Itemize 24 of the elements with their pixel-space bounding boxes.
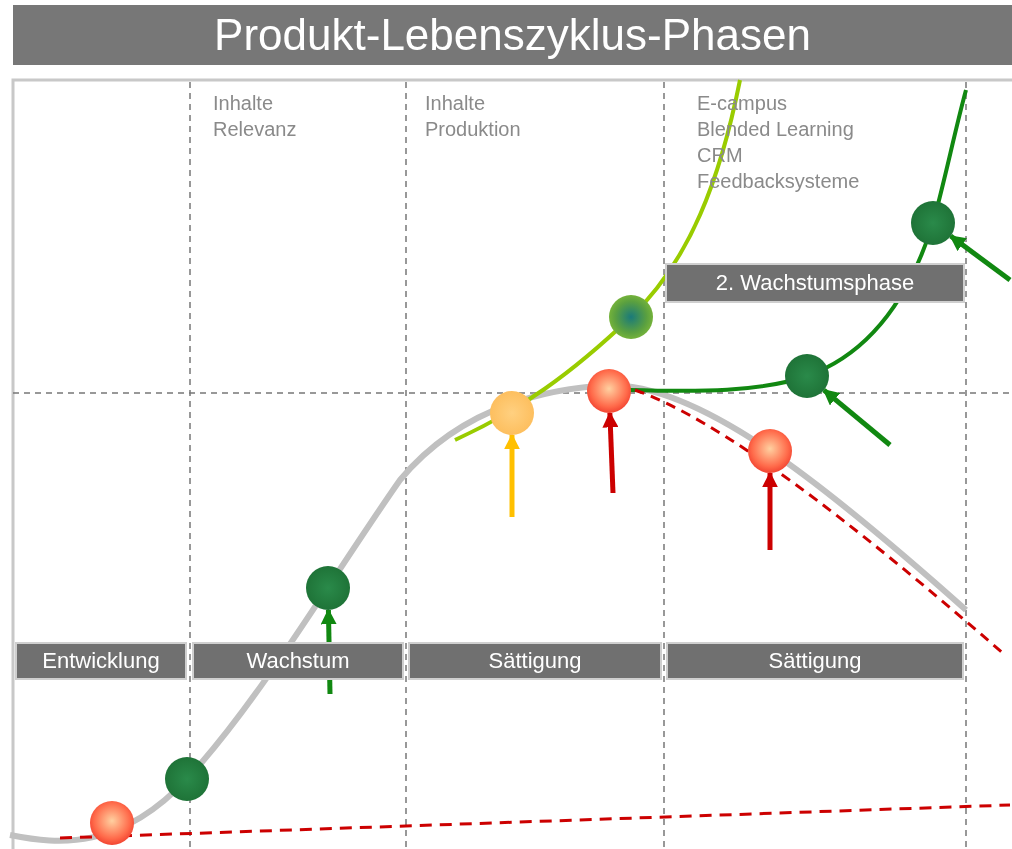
milestone-dot	[609, 295, 653, 339]
arrow	[822, 388, 892, 447]
phase-bar: 2. Wachstumsphase	[665, 263, 965, 303]
milestone-dot	[587, 369, 631, 413]
milestone-dot	[911, 201, 955, 245]
phase-bar: Sättigung	[666, 642, 964, 680]
arrow	[602, 411, 619, 494]
note-text: Inhalte	[425, 92, 486, 115]
note-text: Relevanz	[213, 118, 297, 141]
note-text: Produktion	[425, 118, 521, 141]
milestone-dot	[306, 566, 350, 610]
milestone-dot	[785, 354, 829, 398]
milestone-dot	[165, 757, 209, 801]
arrow	[504, 433, 520, 517]
arrow	[949, 234, 1012, 282]
phase-bar: Wachstum	[192, 642, 404, 680]
title-bar: Produkt-Lebenszyklus-Phasen	[13, 5, 1012, 65]
milestone-dot	[490, 391, 534, 435]
phase-bar: Sättigung	[408, 642, 662, 680]
phase-bar: Entwicklung	[15, 642, 187, 680]
note-text: Inhalte	[213, 92, 274, 115]
milestone-dot	[748, 429, 792, 473]
milestone-dot	[90, 801, 134, 845]
arrow	[762, 471, 778, 550]
